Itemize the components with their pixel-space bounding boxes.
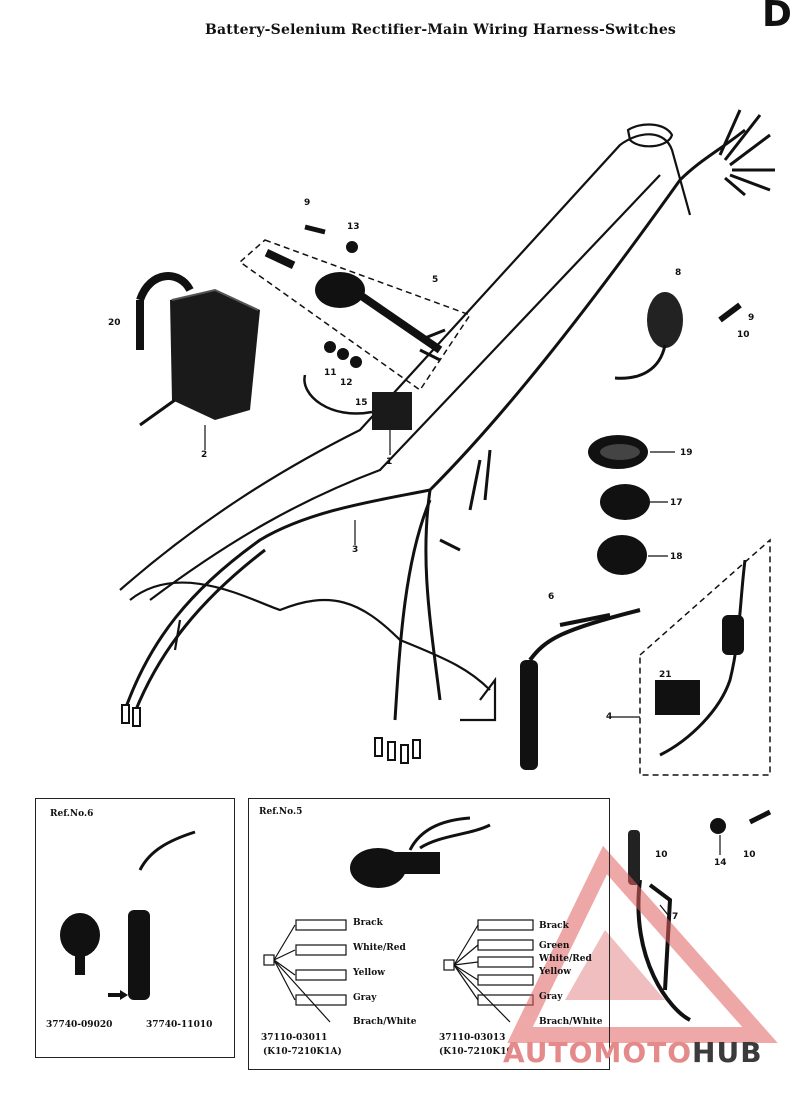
ref6-inset: Ref.No.6 37740-09020 37740-11010 xyxy=(35,798,235,1058)
leader-lines xyxy=(204,425,721,916)
ref6-part-right: 37740-11010 xyxy=(146,1020,213,1030)
ref5-part-right: 37110-03013 xyxy=(439,1033,506,1043)
fuse-holder xyxy=(655,559,747,757)
group-4-outline xyxy=(639,538,771,776)
ref5-right-wire-6: Brach/White xyxy=(539,1017,603,1027)
page-corner-label: D xyxy=(762,0,792,35)
ref5-part-left: 37110-03011 xyxy=(261,1033,328,1043)
callout-13: 13 xyxy=(347,222,360,232)
ref5-part-right-sub: (K10-7210K10 xyxy=(439,1047,513,1057)
callout-11: 11 xyxy=(324,368,337,378)
callout-10c: 10 xyxy=(743,850,756,860)
ref5-wire-schematics xyxy=(263,919,534,1023)
ref6-part-left: 37740-09020 xyxy=(46,1020,113,1030)
ref5-right-wire-5: Gray xyxy=(539,992,563,1002)
callout-9: 9 xyxy=(304,198,311,208)
ref5-inset: Ref.No.5 Brack White/Red Yellow Gray Bra… xyxy=(248,798,610,1070)
callout-20: 20 xyxy=(108,318,121,328)
rubber-18 xyxy=(597,535,647,575)
callout-12: 12 xyxy=(340,378,353,388)
callout-19: 19 xyxy=(680,448,693,458)
watermark-hub: HUB xyxy=(692,1036,763,1069)
main-harness xyxy=(123,128,746,721)
wire-bundle-top xyxy=(718,109,775,197)
ref5-title: Ref.No.5 xyxy=(259,807,303,817)
ref6-switch-detail xyxy=(60,830,196,1000)
callout-10b: 10 xyxy=(655,850,668,860)
small-nuts xyxy=(304,224,362,368)
ref5-right-wire-1: Brack xyxy=(539,921,569,931)
callout-2: 2 xyxy=(201,450,208,460)
page-title: Battery-Selenium Rectifier-Main Wiring H… xyxy=(205,22,677,38)
watermark-text: AUTOMOTOHUB xyxy=(503,1036,763,1069)
rubber-17 xyxy=(600,484,650,520)
battery xyxy=(136,272,260,427)
callout-15: 15 xyxy=(355,398,368,408)
ref6-title: Ref.No.6 xyxy=(50,809,94,819)
frame-outline xyxy=(119,123,692,722)
switch-8 xyxy=(614,292,742,380)
ref5-right-wire-3: White/Red xyxy=(539,954,592,964)
callout-18: 18 xyxy=(670,552,683,562)
harness-connectors xyxy=(121,704,421,764)
callout-9b: 9 xyxy=(748,313,755,323)
ignition-switch xyxy=(264,249,446,362)
callout-8: 8 xyxy=(675,268,682,278)
stop-switch-6 xyxy=(520,608,641,770)
watermark-moto: MOTO xyxy=(593,1036,693,1069)
callout-21: 21 xyxy=(659,670,672,680)
ref5-left-wire-2: White/Red xyxy=(353,943,406,953)
ref5-part-left-sub: (K10-7210K1A) xyxy=(263,1047,342,1057)
watermark-logo xyxy=(507,845,778,1043)
callout-10: 10 xyxy=(737,330,750,340)
callout-5: 5 xyxy=(432,275,439,285)
ref5-left-wire-4: Gray xyxy=(353,993,377,1003)
ref5-right-wire-4: Yellow xyxy=(539,967,571,977)
callout-4: 4 xyxy=(606,712,613,722)
part-7 xyxy=(628,809,772,1022)
selenium-rectifier xyxy=(372,392,412,430)
callout-14: 14 xyxy=(714,858,727,868)
callout-6: 6 xyxy=(548,592,555,602)
group-5-outline xyxy=(238,239,472,392)
callout-1: 1 xyxy=(386,457,393,467)
callout-3: 3 xyxy=(352,545,359,555)
callout-7: 7 xyxy=(672,912,679,922)
ref5-right-wire-2: Green xyxy=(539,941,570,951)
watermark-auto: AUTO xyxy=(503,1036,594,1069)
ref5-left-wire-5: Brach/White xyxy=(353,1017,417,1027)
ref5-left-wire-3: Yellow xyxy=(353,968,385,978)
ref5-left-wire-1: Brack xyxy=(353,918,383,928)
callout-17: 17 xyxy=(670,498,683,508)
ref5-switch-detail xyxy=(350,816,491,888)
